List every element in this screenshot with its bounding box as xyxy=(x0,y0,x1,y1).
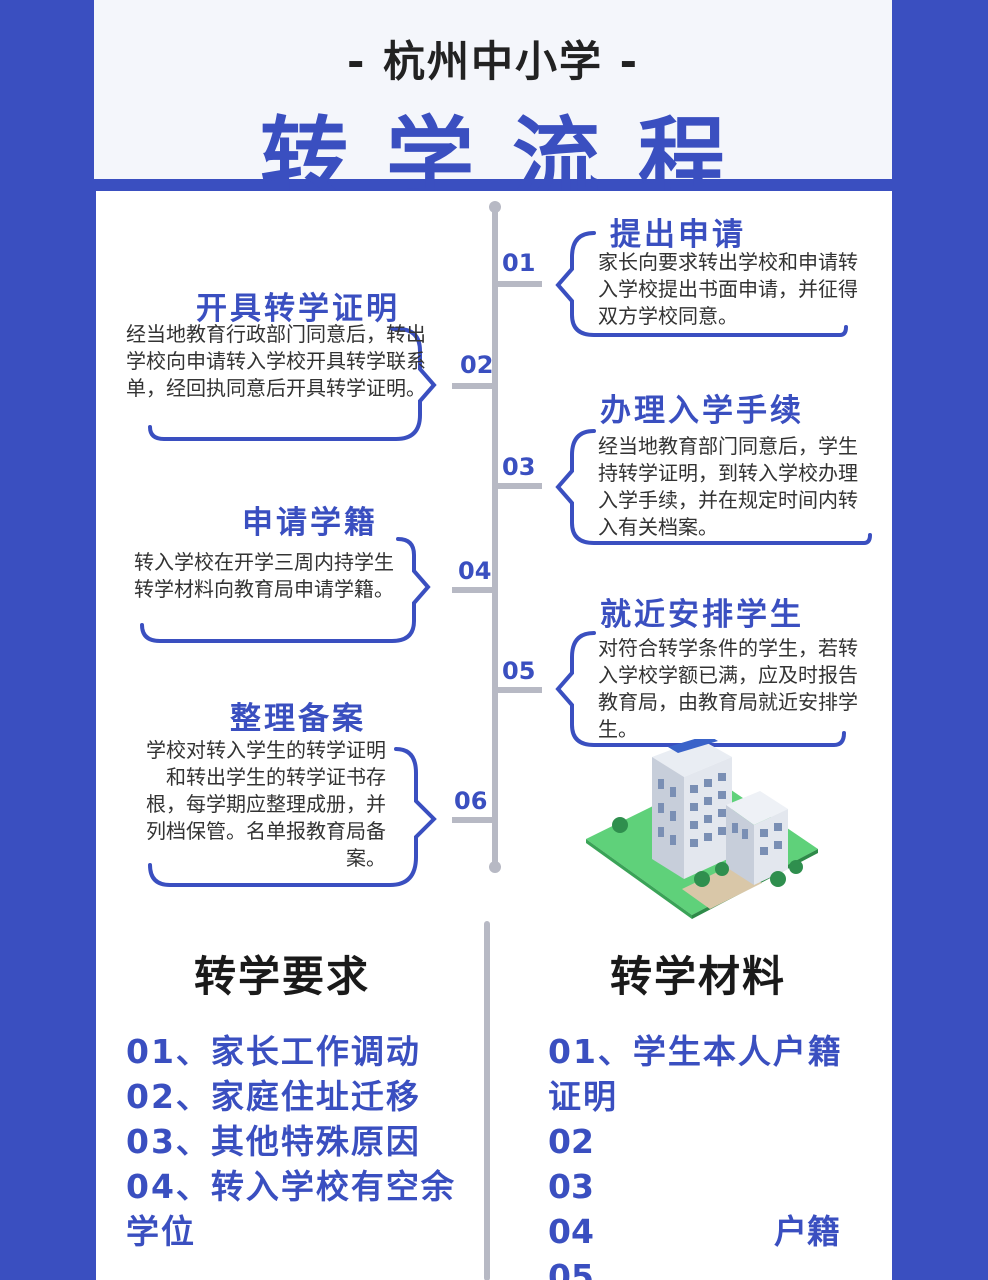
left-frame xyxy=(0,0,88,1280)
step-bracket-02 xyxy=(142,315,442,445)
step-title-05: 就近安排学生 xyxy=(600,597,804,633)
step-bracket-06 xyxy=(144,737,444,897)
step-title-04: 申请学籍 xyxy=(242,505,378,541)
section-divider xyxy=(484,921,490,1280)
materials-list: 01、学生本人户籍证明 02 03 04 户籍 05 xyxy=(548,1029,868,1280)
step-number-06: 06 xyxy=(454,787,488,815)
requirement-item: 02、家庭住址迁移 xyxy=(126,1077,421,1116)
requirements-title: 转学要求 xyxy=(194,952,371,1001)
step-tick-03 xyxy=(498,483,542,489)
step-bracket-03 xyxy=(554,427,874,551)
timeline-top-dot xyxy=(489,201,501,213)
step-bracket-04 xyxy=(136,531,436,651)
requirement-item: 03、其他特殊原因 xyxy=(126,1122,421,1161)
step-text-06: 学校对转入学生的转学证明和转出学生的转学证书存根，每学期应整理成册，并列档保管。… xyxy=(146,738,386,870)
page-subtitle: - 杭州中小学 - xyxy=(346,37,640,86)
step-title-03: 办理入学手续 xyxy=(600,393,804,429)
step-bracket-05 xyxy=(554,629,854,753)
step-tick-01 xyxy=(498,281,542,287)
requirement-item: 04、转入学校有空余学位 xyxy=(126,1167,456,1251)
step-number-05: 05 xyxy=(502,657,536,685)
material-item: 05 xyxy=(548,1257,594,1280)
school-building-illustration xyxy=(582,735,822,919)
step-number-01: 01 xyxy=(502,249,536,277)
material-item: 01、学生本人户籍证明 xyxy=(548,1032,843,1116)
requirements-list: 01、家长工作调动 02、家庭住址迁移 03、其他特殊原因 04、转入学校有空余… xyxy=(126,1029,466,1254)
material-item-text: 户籍 xyxy=(774,1212,840,1251)
step-number-04: 04 xyxy=(458,557,492,585)
step-number-03: 03 xyxy=(502,453,536,481)
requirement-item: 01、家长工作调动 xyxy=(126,1032,421,1071)
step-title-02: 开具转学证明 xyxy=(196,291,400,327)
step-text-03: 经当地教育部门同意后，学生持转学证明，到转入学校办理入学手续，并在规定时间内转入… xyxy=(598,434,858,539)
step-title-01: 提出申请 xyxy=(610,217,746,253)
step-text-04: 转入学校在开学三周内持学生转学材料向教育局申请学籍。 xyxy=(134,550,394,601)
step-bracket-01 xyxy=(554,229,854,341)
material-item: 02 xyxy=(548,1122,594,1161)
material-item: 03 xyxy=(548,1167,594,1206)
right-frame xyxy=(898,0,988,1280)
timeline-bottom-dot xyxy=(489,861,501,873)
step-title-06: 整理备案 xyxy=(230,701,366,737)
step-tick-06 xyxy=(452,817,496,823)
step-tick-02 xyxy=(452,383,496,389)
step-text-02: 经当地教育行政部门同意后，转出学校向申请转入学校开具转学联系单，经回执同意后开具… xyxy=(126,322,426,400)
content-panel: 01 提出申请 家长向要求转出学校和申请转入学校提出书面申请，并征得双方学校同意… xyxy=(96,191,892,1280)
materials-title: 转学材料 xyxy=(610,952,787,1001)
step-text-01: 家长向要求转出学校和申请转入学校提出书面申请，并征得双方学校同意。 xyxy=(598,250,858,328)
timeline-axis xyxy=(492,205,498,869)
step-tick-04 xyxy=(452,587,496,593)
step-text-05: 对符合转学条件的学生，若转入学校学额已满，应及时报告教育局，由教育局就近安排学生… xyxy=(598,636,858,741)
step-tick-05 xyxy=(498,687,542,693)
step-number-02: 02 xyxy=(460,351,494,379)
material-item-number: 04 xyxy=(548,1212,594,1251)
header: - 杭州中小学 - 转学流程 xyxy=(88,0,898,210)
material-item: 04 户籍 xyxy=(548,1209,868,1254)
